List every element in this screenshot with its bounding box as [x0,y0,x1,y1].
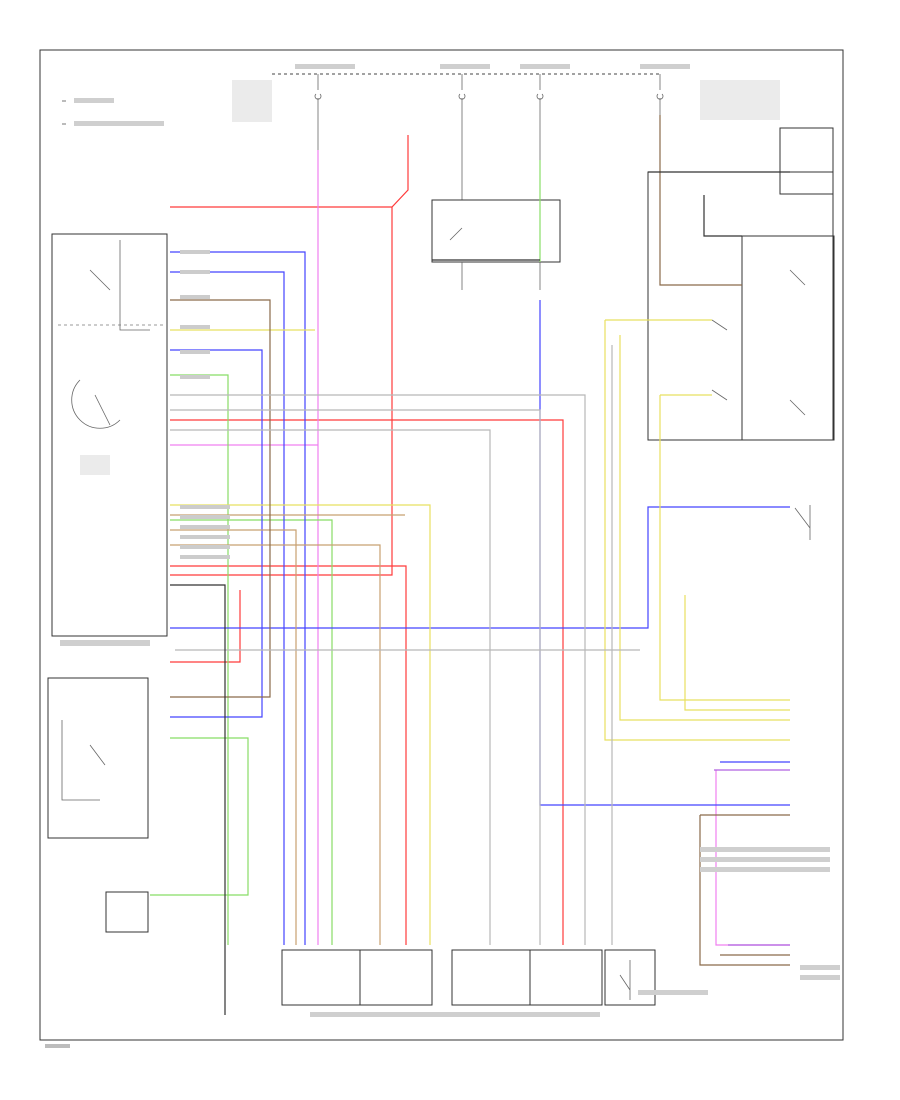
wire-red-3 [170,565,407,945]
engine-coolant-fan-relay [647,127,835,441]
wire-brown-28 [659,115,742,286]
wire-brown-27 [170,299,271,698]
wire-yellow-21 [659,394,790,701]
ac-relay [431,199,561,290]
wire-black-37 [648,171,790,237]
wire-tan-25 [170,529,297,945]
coolant-fan-motors [281,949,656,1006]
wire-blue-13 [170,251,306,945]
wire-red-2 [170,419,564,945]
wire-yellow-23 [170,504,431,945]
ac-pressure-switch [794,505,811,540]
wire-blue-16 [170,506,790,629]
wire-blue-12 [539,300,790,806]
wire-green-10 [150,737,249,896]
wire-red-1 [170,207,393,576]
wire-blue-15 [170,349,263,718]
climate-control-system [51,233,168,646]
wire-green-9 [170,374,229,945]
wire-gray-31 [170,394,586,945]
wire-gray-33 [170,429,491,945]
wire-harness [150,115,790,1015]
wire-black-36 [170,584,226,1015]
wire-yellow-19 [604,319,790,741]
evaporator-temp-sensor [47,677,149,839]
wire-brown-29 [699,814,790,966]
wire-yellow-20 [619,335,790,721]
blower-motor [105,891,149,933]
legend [62,98,164,126]
diagram-frame [39,49,844,1041]
wire-red-0 [170,135,409,208]
wire-blue-14 [170,271,285,945]
wire-red-4 [170,590,241,663]
wire-green-11 [170,519,333,945]
pin-labels [45,250,840,1048]
wire-tan-26 [170,544,381,945]
fuse-block-group [232,64,780,200]
wire-gray-32 [170,409,541,945]
wire-yellow-22 [684,595,790,711]
